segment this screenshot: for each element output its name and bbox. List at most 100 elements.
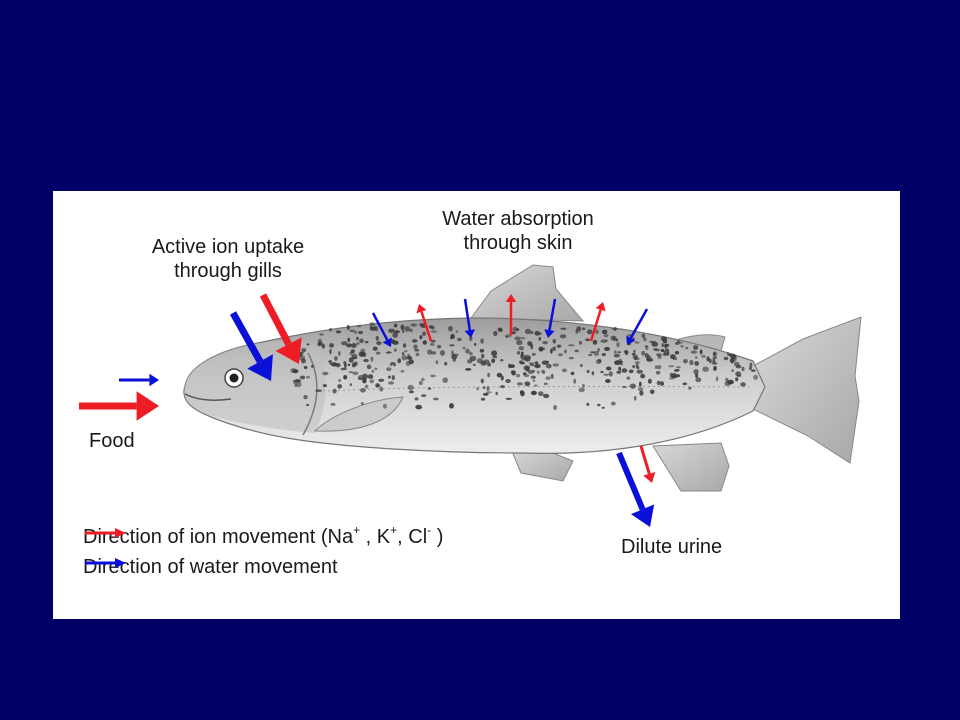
fish-spot	[663, 350, 667, 355]
skin-water-arrow-4	[626, 308, 649, 345]
gill-ion-arrow	[259, 293, 302, 364]
fish-spot	[403, 350, 408, 353]
fish-spot	[465, 348, 470, 354]
fish-spot	[508, 364, 515, 368]
fish-spot	[421, 377, 425, 382]
fish-spot	[740, 382, 746, 387]
fish-spot	[604, 346, 610, 351]
fish-spot	[340, 367, 347, 371]
fish-spot	[358, 330, 363, 335]
fish-spot	[482, 393, 489, 396]
fish-spot	[375, 351, 381, 355]
fish-spot	[531, 352, 536, 356]
gill-cover	[302, 352, 318, 436]
fish-spot	[574, 349, 579, 353]
legend-water: Direction of water movement	[83, 555, 338, 579]
legend-ion-arrow	[85, 528, 126, 538]
fish-spot	[366, 364, 372, 370]
fish-spot	[623, 350, 628, 353]
fish-spot	[388, 381, 395, 385]
fish-spot	[726, 353, 733, 356]
fish-spot	[369, 322, 376, 326]
fish-spot	[367, 374, 374, 379]
fish-spot	[680, 345, 684, 348]
urine-label: Dilute urine	[621, 536, 723, 558]
fish-spot	[541, 369, 545, 372]
fish-spot	[394, 330, 400, 334]
skin-water-arrow-1	[371, 312, 392, 347]
fish-spot	[410, 323, 418, 327]
fish-spot	[450, 336, 453, 340]
fish-spot	[419, 335, 423, 340]
fish-spot	[753, 374, 759, 380]
fish-spot	[376, 341, 382, 346]
skin-ion-arrow-3	[589, 302, 606, 342]
fish-spot	[519, 390, 525, 395]
fish-spot	[639, 381, 642, 387]
fish-spot	[356, 336, 359, 341]
fish-spot	[338, 351, 341, 356]
fish-spot	[515, 373, 521, 378]
skin-ion-arrow-1	[416, 304, 433, 342]
fish-spot	[552, 363, 560, 367]
fish-spot	[621, 368, 628, 373]
fish-spot	[628, 369, 634, 374]
fish-spot	[505, 379, 511, 383]
fish-spot	[646, 356, 653, 362]
fish-spot	[576, 326, 582, 332]
fish-spot	[346, 343, 352, 348]
fish-spot	[407, 353, 410, 357]
fish-spot	[538, 346, 544, 352]
fish-spot	[534, 330, 540, 336]
fish-spot	[303, 395, 308, 400]
fish-spot	[493, 330, 498, 337]
fish-spot	[401, 355, 408, 361]
fish-spot	[553, 405, 557, 410]
fish-spot	[352, 371, 359, 376]
fish-spot	[430, 374, 436, 378]
fish-spot	[731, 369, 734, 373]
fish-spot	[735, 377, 739, 382]
fish-spot	[706, 356, 710, 362]
fish-spot	[375, 383, 380, 388]
anal-fin	[652, 442, 730, 492]
fish-spot	[605, 379, 611, 383]
fish-spot	[341, 341, 348, 346]
fish-spot	[472, 363, 476, 366]
fish-spot	[414, 348, 420, 352]
fish-spot	[444, 362, 448, 366]
fish-spot	[351, 343, 357, 348]
fish-pupil	[229, 373, 239, 383]
fish-spot	[727, 379, 734, 385]
fish-spot	[530, 345, 534, 350]
food-water-arrow	[119, 373, 159, 387]
fish-spot	[660, 381, 664, 386]
fish-spot	[524, 328, 531, 335]
fish-spot	[402, 330, 405, 333]
fish-spot	[400, 324, 405, 331]
fish-spot	[633, 395, 637, 401]
pectoral-fin	[313, 396, 404, 432]
fish-spot	[317, 342, 322, 347]
fish-spot	[370, 356, 374, 362]
fish-spot	[543, 382, 548, 385]
fish-spot	[338, 379, 341, 382]
fish-spot	[683, 359, 688, 364]
fish-spot	[347, 363, 351, 366]
fish-spot	[530, 330, 534, 335]
fish-spot	[500, 359, 504, 362]
fish-spot	[695, 356, 698, 359]
fish-spot	[633, 349, 636, 353]
fish-spot	[469, 336, 473, 342]
fish-spot	[675, 341, 680, 345]
fish-spot	[641, 350, 646, 356]
fish-spot	[292, 369, 299, 374]
fish-spot	[451, 350, 454, 356]
fish-spot	[392, 339, 396, 344]
fish-spot	[534, 361, 539, 364]
fish-spot	[422, 331, 427, 336]
fish-spot	[741, 366, 745, 372]
fish-spot	[649, 340, 656, 344]
fish-spot	[359, 338, 364, 344]
fish-spot	[695, 373, 699, 378]
